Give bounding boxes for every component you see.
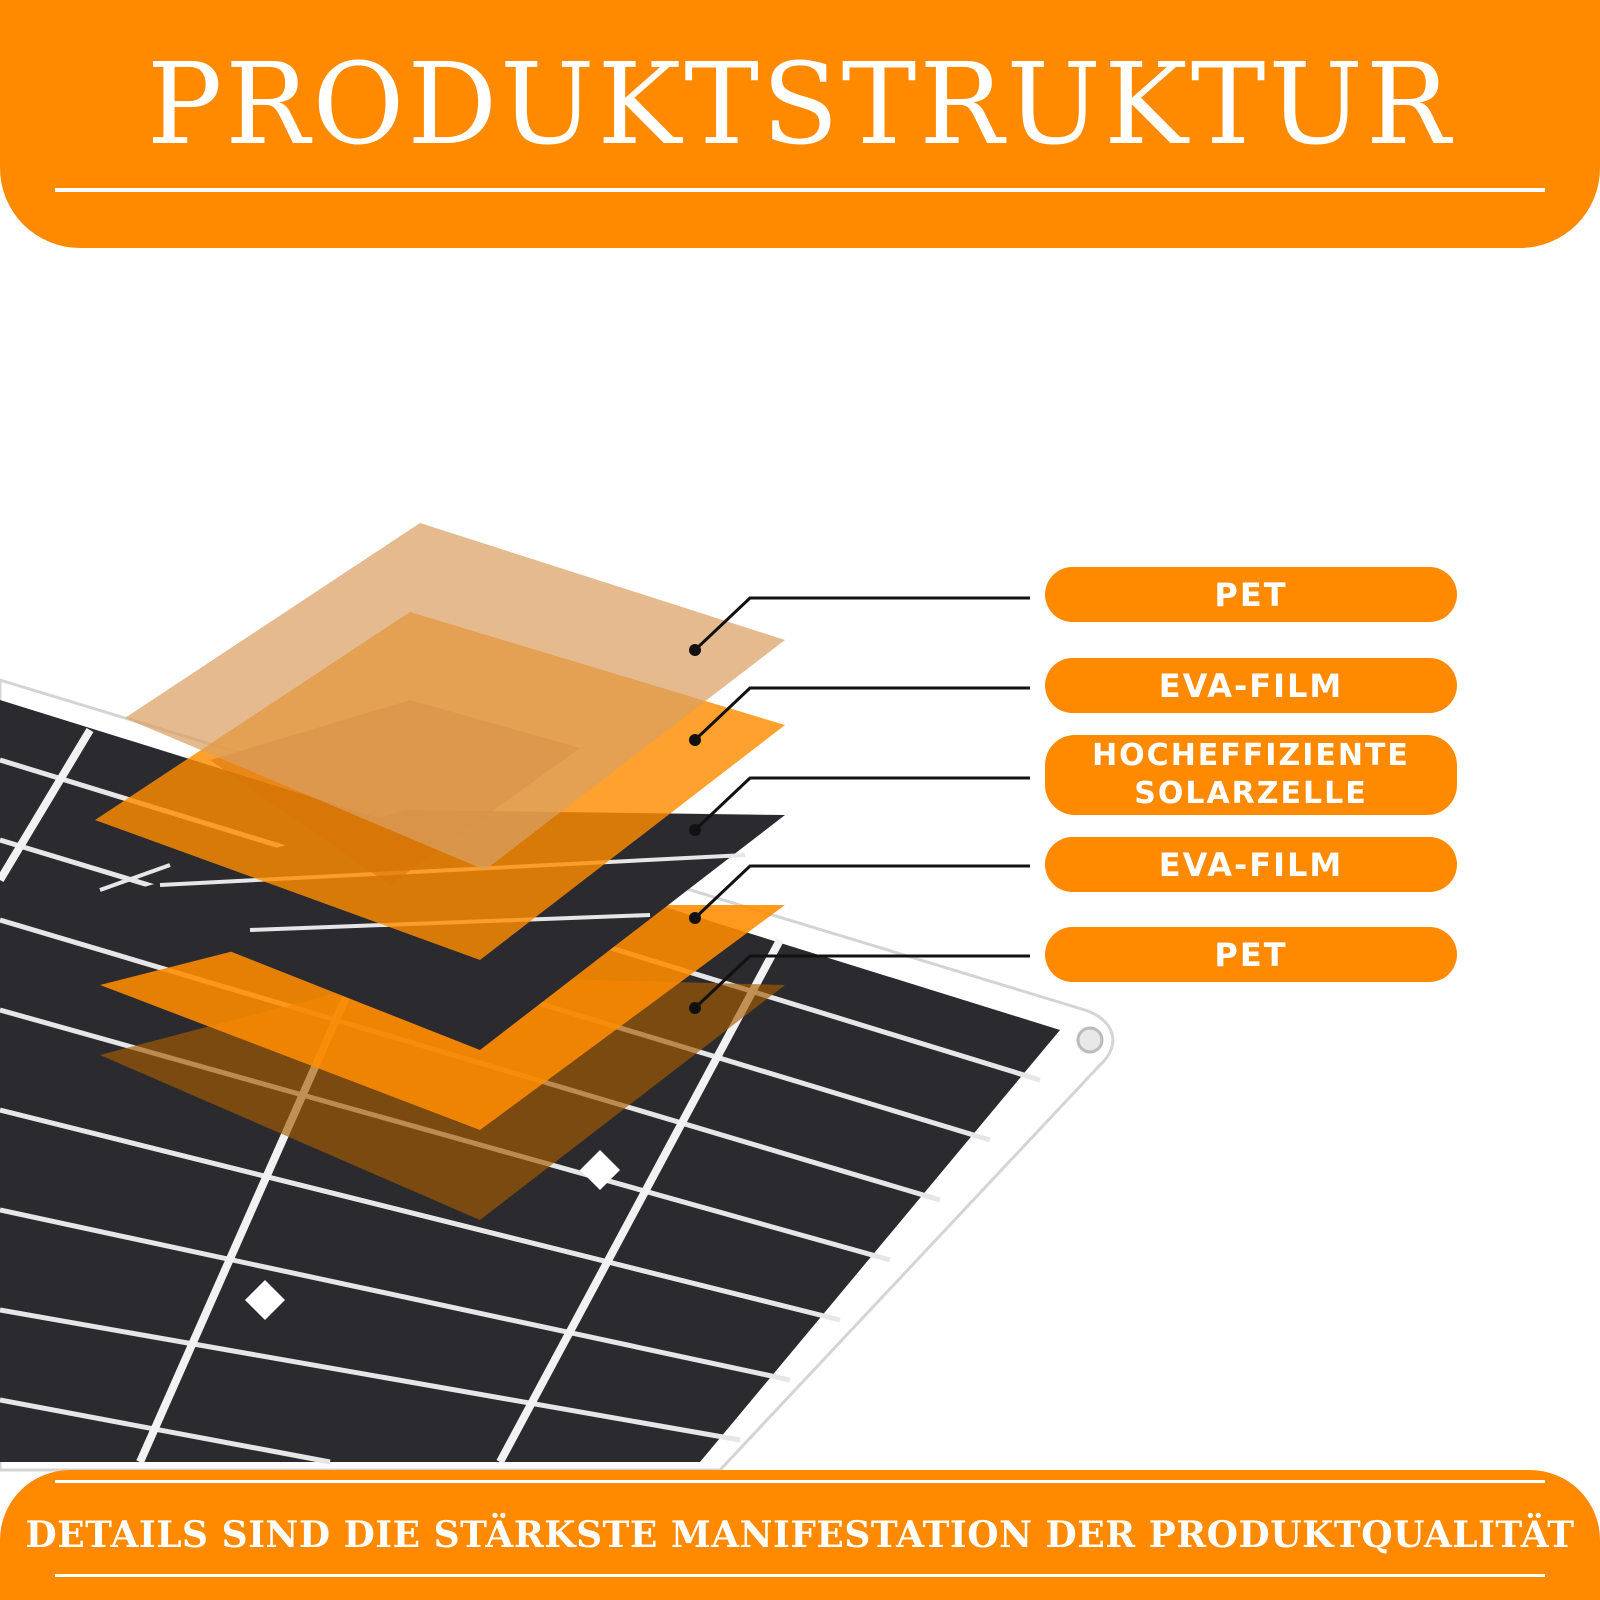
layer-label-pet-bottom: PET bbox=[1045, 927, 1457, 982]
layer-label-text-line2: SOLARZELLE bbox=[1134, 776, 1368, 811]
leader-dots bbox=[689, 644, 701, 1014]
footer-divider-top bbox=[55, 1480, 1545, 1483]
layer-label-eva-film-top: EVA-FILM bbox=[1045, 658, 1457, 713]
mounting-hole bbox=[1076, 1026, 1104, 1054]
leader-lines bbox=[693, 596, 1030, 1010]
page-title: PRODUKTSTRUKTUR bbox=[146, 40, 1454, 170]
layer-label-text: EVA-FILM bbox=[1158, 845, 1344, 884]
layer-label-text: PET bbox=[1214, 575, 1288, 614]
footer-tagline: DETAILS SIND DIE STÄRKSTE MANIFESTATION … bbox=[25, 1514, 1575, 1556]
header-banner bbox=[0, 0, 1600, 248]
layer-label-eva-film-bottom: EVA-FILM bbox=[1045, 837, 1457, 892]
layer-label-text: PET bbox=[1214, 935, 1288, 974]
layer-label-text: EVA-FILM bbox=[1158, 666, 1344, 705]
layer-label-text-line1: HOCHEFFIZIENTE bbox=[1092, 738, 1410, 773]
header-divider bbox=[55, 188, 1545, 192]
layer-label-solar-cell: HOCHEFFIZIENTE SOLARZELLE bbox=[1045, 735, 1457, 815]
footer-divider-bottom bbox=[55, 1574, 1545, 1577]
cell-junctions bbox=[245, 1150, 620, 1320]
footer-banner bbox=[0, 1470, 1600, 1600]
layer-pet-top bbox=[125, 523, 785, 870]
layer-label-pet-top: PET bbox=[1045, 567, 1457, 622]
